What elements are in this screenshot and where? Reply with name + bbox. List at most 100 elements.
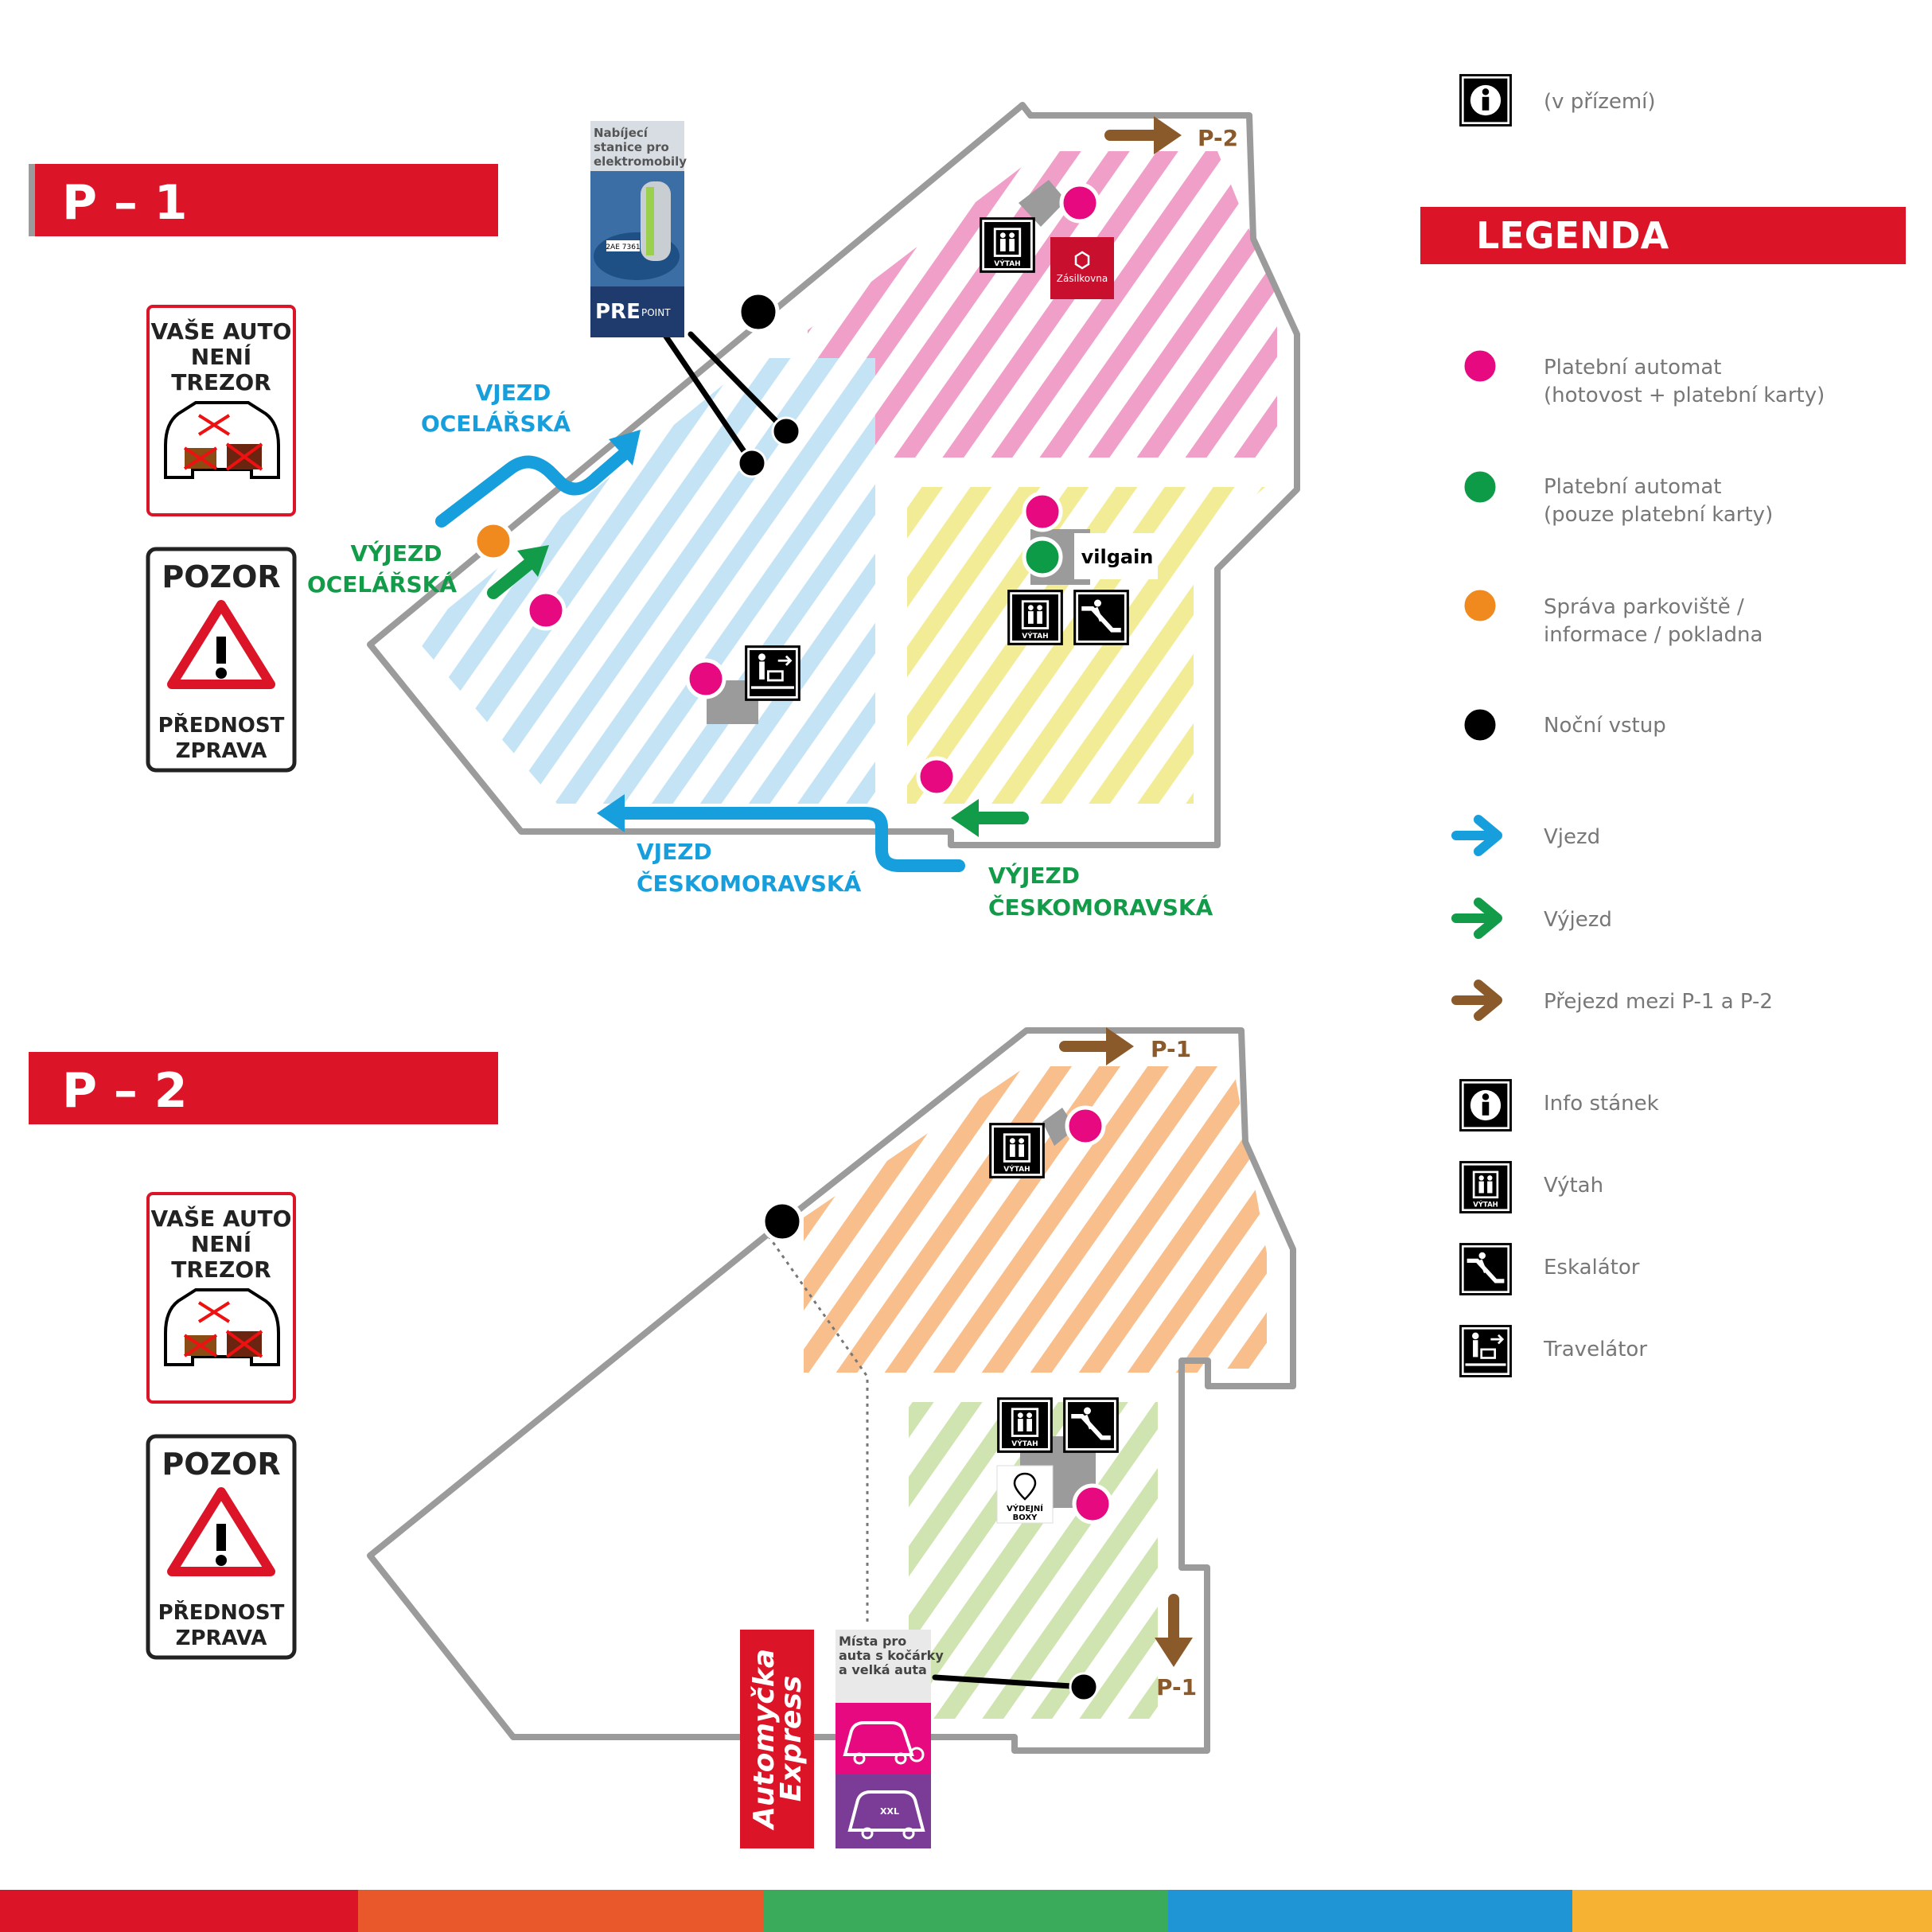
- label-p1-link: P-1: [1151, 1036, 1191, 1062]
- warn-sign-title: POZOR: [162, 559, 280, 594]
- vilgain-logo: vilgain: [1081, 546, 1154, 568]
- legend-item-label: (pouze platební karty): [1544, 503, 1773, 527]
- label-entry-ceskomoravska: ČESKOMORAVSKÁ: [637, 870, 862, 897]
- travelator-icon: [1459, 1324, 1513, 1378]
- elevator-icon: [988, 1122, 1046, 1179]
- safe-sign-p2: [146, 1192, 296, 1404]
- zone-yellow-p1: [907, 487, 1265, 804]
- safe-sign-p1: [146, 305, 296, 516]
- vilgain-box[interactable]: [1074, 533, 1158, 579]
- escalator-icon: [1459, 1243, 1512, 1295]
- legend-office-dot: [1460, 586, 1500, 625]
- zasilkovna-label: Zásilkovna: [1057, 273, 1108, 284]
- arrow-entry-ocelarska: [435, 447, 631, 528]
- pickup-boxes-label: BOXY: [1013, 1513, 1038, 1522]
- label-p2-link: P-2: [1198, 125, 1238, 151]
- legend-item-label: (hotovost + platební karty): [1544, 384, 1825, 407]
- elevator-icon: [979, 216, 1036, 274]
- night-entrance-marker[interactable]: [737, 448, 767, 478]
- safe-sign-line: VAŠE AUTO: [151, 1205, 292, 1232]
- escalator-icon: [1073, 590, 1129, 645]
- payment-machine-cash-marker[interactable]: [1072, 1483, 1113, 1525]
- xxl-car-icon: [847, 1790, 925, 1832]
- level-p2-outline: [367, 1027, 1296, 1754]
- ev-ad-text: stanice pro: [594, 140, 669, 154]
- label-exit-ceskomoravska: ČESKOMORAVSKÁ: [988, 894, 1213, 921]
- label-entry-ocelarska: OCELÁŘSKÁ: [421, 410, 571, 437]
- label-entry-ocelarska: VJEZD: [476, 380, 551, 406]
- legend-transfer-arrow-icon: [1451, 980, 1502, 1021]
- night-entrance-marker[interactable]: [761, 1200, 804, 1243]
- safe-sign-line: TREZOR: [171, 369, 271, 395]
- stroller-icon: [909, 1747, 925, 1763]
- payment-machine-cash-marker[interactable]: [916, 756, 957, 797]
- warning-sign-p1: [146, 547, 297, 773]
- safe-sign-line: NENÍ: [191, 343, 251, 370]
- pickup-boxes-label: VÝDEJNÍ: [1007, 1503, 1043, 1513]
- legend-entry-arrow-icon: [1451, 815, 1502, 856]
- bottom-color-bar: [0, 1890, 1932, 1932]
- big-cars-ad[interactable]: [836, 1630, 931, 1848]
- elevator-icon: [1459, 1160, 1513, 1214]
- night-entrance-marker[interactable]: [771, 416, 801, 446]
- legend-payment-cash-dot: [1460, 346, 1500, 386]
- legend-exit-arrow-icon: [1451, 898, 1502, 939]
- legend-info-note: (v přízemí): [1544, 90, 1656, 114]
- level-p1-title: P – 1: [62, 175, 188, 231]
- warn-sign-line: PŘEDNOST: [158, 712, 285, 738]
- legend-item-label: Správa parkoviště /: [1544, 595, 1744, 619]
- markers: [473, 182, 1113, 1702]
- level-p1-banner: [29, 164, 498, 236]
- ev-ad-brand: PRE: [595, 300, 641, 324]
- legend-title-banner: [1420, 207, 1906, 264]
- ev-charging-ad[interactable]: [590, 121, 684, 337]
- ev-ad-brand-sub: POINT: [641, 307, 671, 318]
- legend-item-label: Přejezd mezi P-1 a P-2: [1544, 990, 1773, 1014]
- parking-office-marker[interactable]: [473, 520, 514, 562]
- payment-machine-cash-marker[interactable]: [1059, 182, 1100, 224]
- legend-item-label: Info stánek: [1544, 1092, 1659, 1116]
- legend-item-label: Vjezd: [1544, 825, 1600, 849]
- safe-sign-line: VAŠE AUTO: [151, 317, 292, 345]
- payment-machine-cash-marker[interactable]: [1022, 491, 1063, 532]
- level-p2-banner: [29, 1052, 498, 1124]
- payment-machine-card-marker[interactable]: [1022, 536, 1063, 578]
- arrows: [435, 116, 1193, 1667]
- pickup-boxes[interactable]: [996, 1465, 1054, 1524]
- ev-ad-plate: 2AE 7361: [606, 243, 640, 251]
- warn-sign-line: PŘEDNOST: [158, 1599, 285, 1625]
- zasilkovna-box[interactable]: [1050, 237, 1114, 299]
- car-icon: [164, 1288, 280, 1366]
- night-entrance-marker[interactable]: [1069, 1672, 1099, 1702]
- safe-sign-line: TREZOR: [171, 1256, 271, 1283]
- payment-machine-cash-marker[interactable]: [1065, 1105, 1106, 1147]
- dotted-path: [762, 1229, 869, 1623]
- arrow-entry-ceskomoravska-head: [597, 794, 625, 832]
- label-p1-link-lower: P-1: [1156, 1674, 1197, 1700]
- level-p2-map: [367, 1027, 1296, 1754]
- payment-machine-cash-marker[interactable]: [525, 590, 567, 631]
- map-icons: [744, 216, 1158, 1524]
- arrow-exit-ceskomoravska-head: [951, 799, 979, 837]
- big-cars-ad-text: a velká auta: [839, 1662, 927, 1677]
- arrow-exit-ocelarska-head: [517, 545, 549, 577]
- level-p1-outline: [367, 102, 1300, 848]
- night-entrance-marker[interactable]: [737, 290, 780, 333]
- payment-machine-cash-marker[interactable]: [685, 658, 726, 699]
- label-entry-ceskomoravska: VJEZD: [637, 839, 712, 865]
- arrow-to-p1-head: [1106, 1027, 1134, 1065]
- zone-orange-p2: [804, 1066, 1267, 1373]
- warning-sign-p2: [146, 1434, 297, 1660]
- legend-item-label: informace / pokladna: [1544, 623, 1763, 647]
- automycka-sign[interactable]: [740, 1630, 814, 1848]
- ev-ad-text: Nabíjecí: [594, 126, 649, 140]
- arrow-entry-ocelarska-head: [609, 430, 641, 465]
- pickup-pin-icon: [1013, 1472, 1037, 1501]
- legend-item-label: Noční vstup: [1544, 714, 1666, 738]
- legend-item-label: Výjezd: [1544, 908, 1612, 932]
- ev-ad-text: elektromobily: [594, 154, 687, 169]
- legend-item-label: Eskalátor: [1544, 1256, 1640, 1280]
- car-icon: [843, 1721, 914, 1756]
- service-block: [1019, 180, 1066, 227]
